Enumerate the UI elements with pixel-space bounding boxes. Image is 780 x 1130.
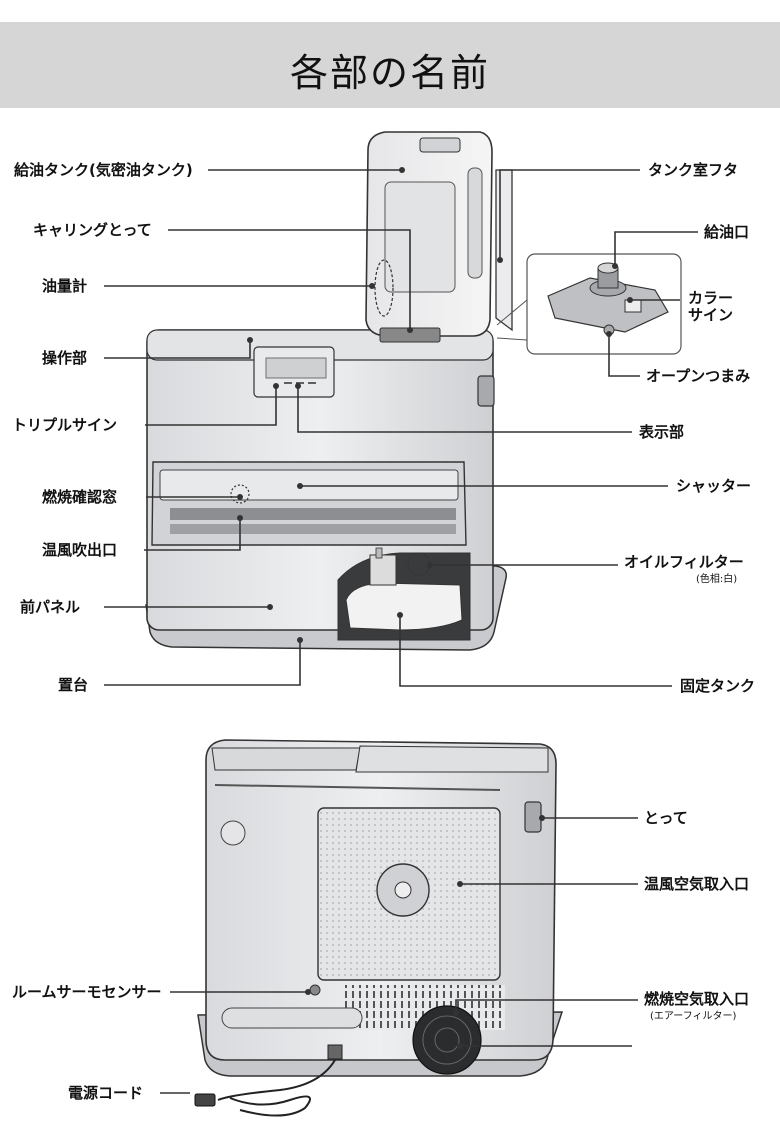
label-warm-air-intake: 温風空気取入口 [644, 875, 750, 893]
front-heater [145, 329, 508, 651]
label-open-knob: オープンつまみ [646, 367, 751, 385]
leader-lines [104, 169, 698, 1094]
label-fill-port: 給油口 [704, 223, 750, 241]
label-oil-gauge: 油量計 [42, 277, 88, 295]
fill-port-inset [496, 253, 682, 355]
label-triple-sign: トリプルサイン [12, 416, 118, 434]
label-handle: とって [644, 809, 688, 827]
label-room-sensor: ルームサーモセンサー [12, 983, 162, 1001]
back-heater [197, 739, 564, 1077]
label-oil-filter-note: (色相:白) [696, 574, 738, 585]
label-fixed-tank: 固定タンク [680, 677, 756, 695]
label-combustion-air-note: (エアーフィルター) [650, 1011, 737, 1022]
label-color-sign: カラー サイン [688, 289, 734, 324]
plug-icon [194, 1093, 216, 1107]
power-cord-illustration [217, 1059, 336, 1101]
label-control-panel: 操作部 [42, 349, 88, 367]
tank-lid-illustration [495, 169, 513, 332]
label-carrying-handle: キャリングとって [33, 221, 152, 239]
label-display: 表示部 [639, 423, 685, 441]
leader-dots [237, 167, 633, 1049]
label-fuel-tank: 給油タンク(気密油タンク) [14, 161, 193, 179]
label-front-panel: 前パネル [20, 598, 81, 616]
label-power-cord: 電源コード [68, 1084, 144, 1102]
label-warm-air-outlet: 温風吹出口 [42, 541, 118, 559]
label-combustion-air-intake: 燃焼空気取入口 [644, 990, 750, 1008]
title-banner: 各部の名前 [0, 22, 780, 108]
label-stand: 置台 [58, 676, 89, 694]
fuel-tank-illustration [365, 131, 493, 343]
page-title: 各部の名前 [289, 51, 490, 95]
label-tank-lid: タンク室フタ [648, 161, 739, 179]
label-oil-filter: オイルフィルター [624, 553, 744, 571]
label-shutter: シャッター [676, 477, 752, 495]
label-combustion-window: 燃焼確認窓 [42, 488, 118, 506]
